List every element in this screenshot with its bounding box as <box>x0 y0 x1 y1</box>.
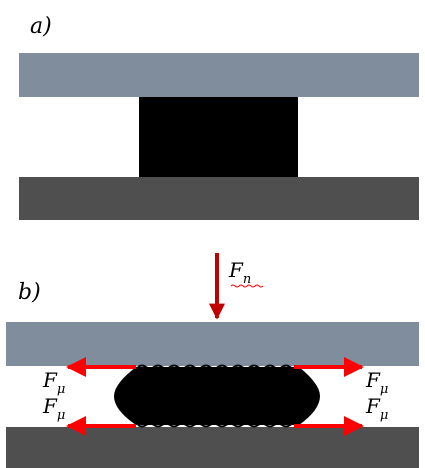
friction-symbol: F <box>365 368 381 392</box>
lower-plate-b <box>6 427 419 468</box>
panel-b: b) Fn Fμ Fμ Fμ Fμ <box>6 253 419 468</box>
spellcheck-underline <box>230 284 264 288</box>
specimen-contact-bottom <box>137 422 299 428</box>
friction-subscript: μ <box>57 408 65 423</box>
panel-b-label: b) <box>18 280 41 305</box>
panel-a-label: a) <box>30 14 52 39</box>
friction-symbol: F <box>365 394 381 418</box>
friction-subscript: μ <box>380 408 388 423</box>
barrelled-specimen <box>114 367 320 425</box>
lower-plate-a <box>19 177 419 220</box>
friction-symbol: F <box>42 368 58 392</box>
friction-label-top-left: Fμ <box>42 368 65 397</box>
normal-force-label: Fn <box>228 258 251 287</box>
upper-plate-a <box>19 53 419 97</box>
friction-subscript: μ <box>380 382 388 397</box>
friction-label-bottom-right: Fμ <box>365 394 388 423</box>
friction-symbol: F <box>42 394 58 418</box>
upper-plate-b <box>6 322 419 366</box>
normal-force-symbol: F <box>228 258 244 282</box>
specimen-a <box>139 97 298 177</box>
normal-force-subscript: n <box>243 272 251 287</box>
friction-subscript: μ <box>57 382 65 397</box>
specimen-contact-top <box>137 364 299 370</box>
friction-label-bottom-left: Fμ <box>42 394 65 423</box>
panel-a: a) <box>19 14 419 220</box>
friction-label-top-right: Fμ <box>365 368 388 397</box>
